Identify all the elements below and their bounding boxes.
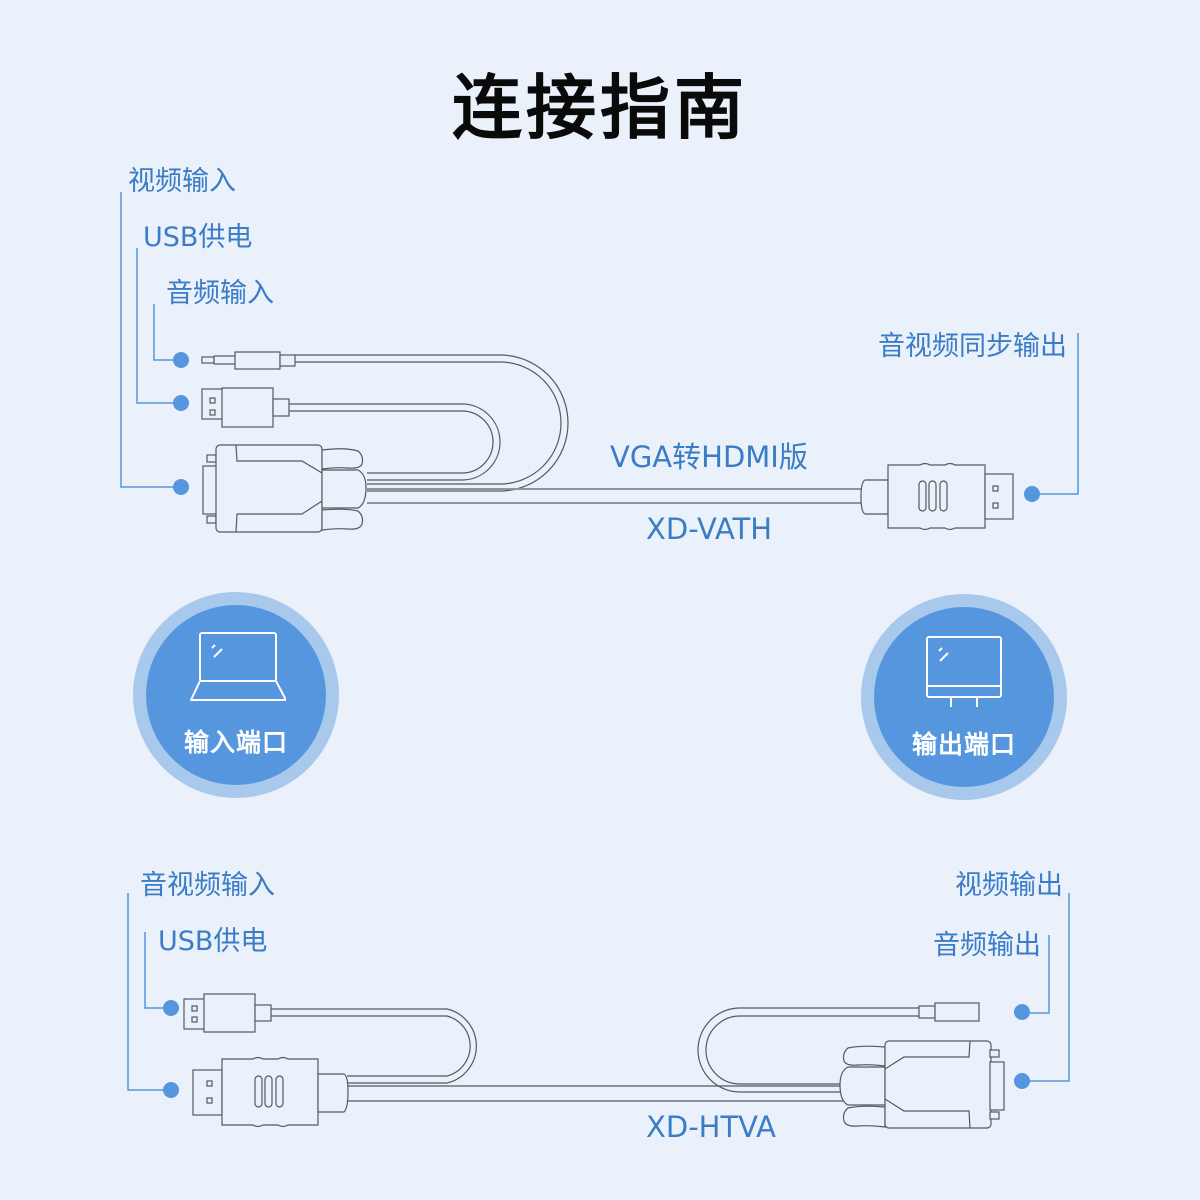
cables-bottom: [270, 1007, 920, 1102]
anchor-dot-usb: [173, 395, 189, 411]
leader-usb-power: [136, 248, 181, 404]
label-audio-output: 音频输出: [933, 930, 1041, 961]
audio-jack-icon: [918, 1002, 980, 1022]
usb-cable: [288, 403, 501, 481]
label-av-sync-output: 音视频同步输出: [878, 331, 1067, 362]
monitor-icon: [926, 636, 1002, 707]
leader-audio-output: [1030, 935, 1050, 1014]
anchor-dot-hdmi: [1024, 486, 1040, 502]
cable-version-label: VGA转HDMI版: [610, 440, 808, 474]
anchor-dots-top: [173, 352, 1040, 502]
hdmi-connector-icon: [860, 462, 1014, 531]
label-video-input: 视频输入: [128, 166, 236, 197]
output-port-badge: 输出端口: [861, 594, 1067, 800]
cables-top: [288, 354, 862, 504]
label-video-output: 视频输出: [955, 870, 1063, 901]
input-port-label: 输入端口: [183, 728, 288, 757]
anchor-dots-bottom: [163, 1000, 1030, 1098]
audio-cable-bottom: [697, 1007, 920, 1093]
leader-usb-power-bottom: [144, 932, 170, 1009]
anchor-dot-vga-bottom: [1014, 1073, 1030, 1089]
usb-connector-icon: [201, 387, 290, 428]
anchor-dot-audio: [173, 352, 189, 368]
leader-audio-input: [153, 304, 181, 361]
leader-lines-bottom: [127, 893, 1070, 1091]
leader-lines-top: [120, 192, 1079, 495]
label-usb-power-bottom: USB供电: [158, 926, 268, 957]
leader-video-input: [120, 192, 181, 488]
audio-jack-icon: [201, 351, 296, 370]
anchor-dot-audio-bottom: [1014, 1004, 1030, 1020]
page-title: 连接指南: [452, 67, 748, 149]
vga-connector-icon: [839, 1040, 1005, 1129]
hdmi-connector-icon: [192, 1056, 349, 1128]
usb-connector-icon: [183, 993, 272, 1033]
label-usb-power: USB供电: [143, 222, 253, 253]
label-audio-input: 音频输入: [166, 278, 274, 309]
leader-video-output: [1030, 893, 1070, 1082]
audio-cable: [295, 354, 569, 492]
output-port-label: 输出端口: [911, 730, 1016, 759]
leader-av-output: [1032, 333, 1079, 495]
label-av-input: 音视频输入: [140, 870, 275, 901]
anchor-dot-hdmi-bottom: [163, 1082, 179, 1098]
vga-connector-icon: [202, 444, 367, 533]
leader-av-input: [127, 893, 170, 1091]
anchor-dot-vga: [173, 479, 189, 495]
anchor-dot-usb-bottom: [163, 1000, 179, 1016]
cable-model-top: XD-VATH: [646, 512, 773, 546]
cable-model-bottom: XD-HTVA: [646, 1110, 777, 1144]
usb-cable-bottom: [270, 1008, 477, 1084]
laptop-icon: [190, 632, 286, 701]
input-port-badge: 输入端口: [133, 592, 339, 798]
